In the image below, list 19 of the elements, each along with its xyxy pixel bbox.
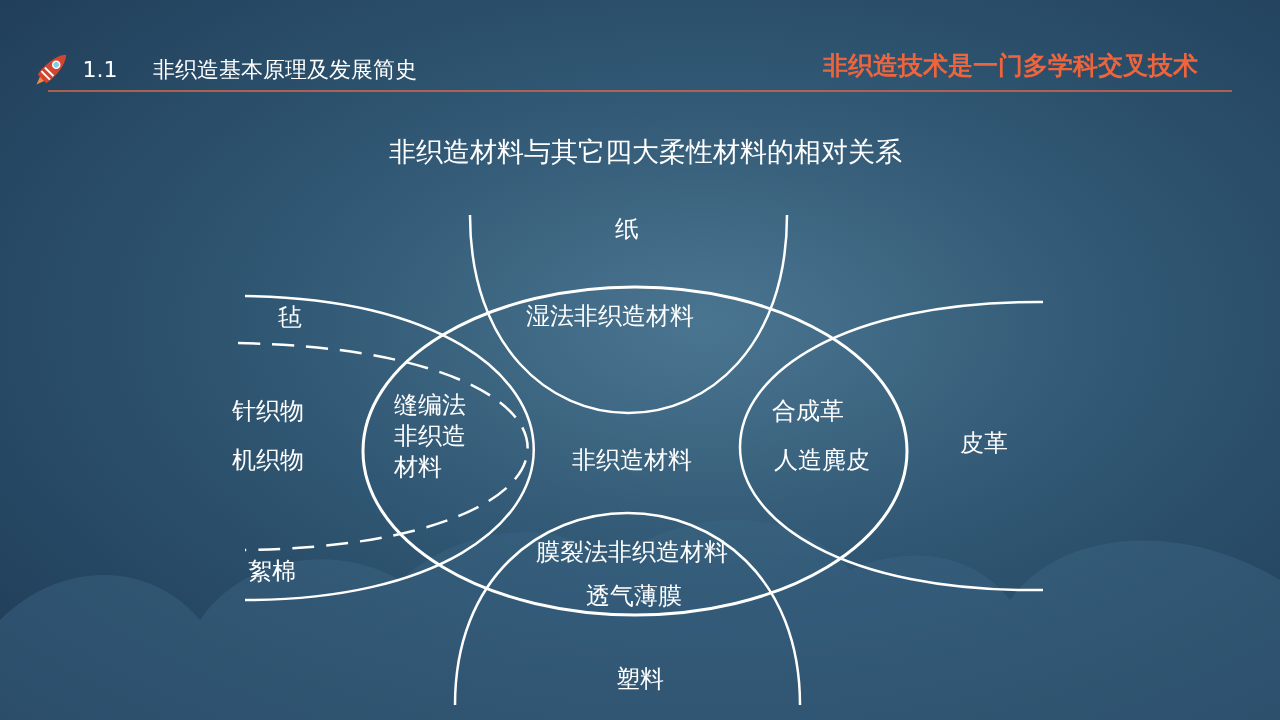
region-label: 皮革	[960, 430, 1008, 458]
region-label: 湿法非织造材料	[526, 303, 694, 331]
nonwoven-ellipse	[361, 285, 909, 617]
region-label: 缝编法非织造材料	[394, 390, 466, 484]
section-title: 非织造基本原理及发展简史	[153, 57, 417, 83]
region-label: 毡	[278, 304, 302, 332]
region-label: 合成革	[772, 398, 844, 426]
region-label: 透气薄膜	[586, 583, 682, 611]
region-label: 纸	[615, 216, 639, 244]
diagram-title: 非织造材料与其它四大柔性材料的相对关系	[388, 136, 902, 168]
region-label: 塑料	[616, 666, 664, 694]
region-label: 针织物	[232, 398, 304, 426]
region-label: 絮棉	[248, 558, 296, 586]
region-label: 人造麂皮	[774, 447, 870, 475]
header-slogan: 非织造技术是一门多学科交叉技术	[822, 51, 1198, 81]
region-label: 膜裂法非织造材料	[536, 539, 728, 567]
region-label: 机织物	[232, 447, 304, 475]
section-number: 1.1	[82, 57, 118, 83]
region-label: 非织造材料	[572, 447, 692, 475]
